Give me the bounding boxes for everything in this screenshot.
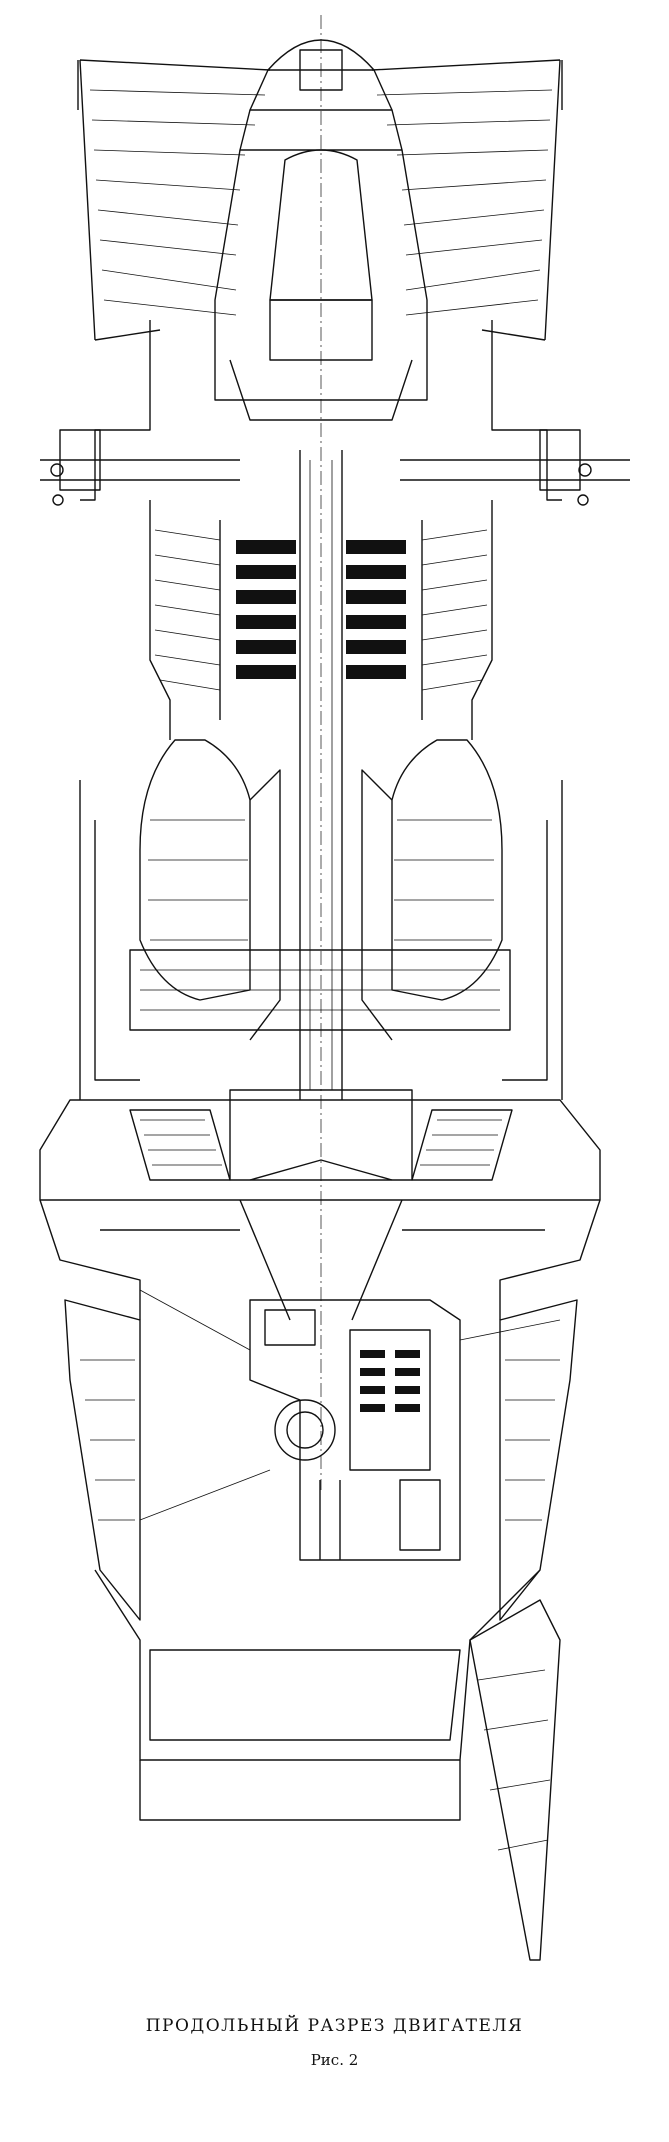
turbine-section — [39, 949, 601, 1201]
compressor-stages — [149, 500, 493, 740]
tail-fin — [469, 1599, 561, 1961]
exhaust-duct — [39, 1199, 601, 1321]
lower-casing — [64, 1299, 578, 1821]
main-shaft — [299, 450, 343, 1100]
combustion-chambers — [79, 739, 563, 1100]
leader-lines — [139, 1289, 561, 1521]
accessory-gearbox — [249, 1299, 461, 1561]
figure-label: Рис. 2 — [310, 2051, 359, 2069]
drawing-title: ПРОДОЛЬНЫЙ РАЗРЕЗ ДВИГАТЕЛЯ — [145, 2016, 524, 2036]
outer-casing-front — [40, 320, 630, 506]
engine-cross-section-drawing — [39, 15, 630, 1961]
front-bullet — [214, 149, 428, 421]
inlet-guide-vanes — [77, 59, 563, 341]
